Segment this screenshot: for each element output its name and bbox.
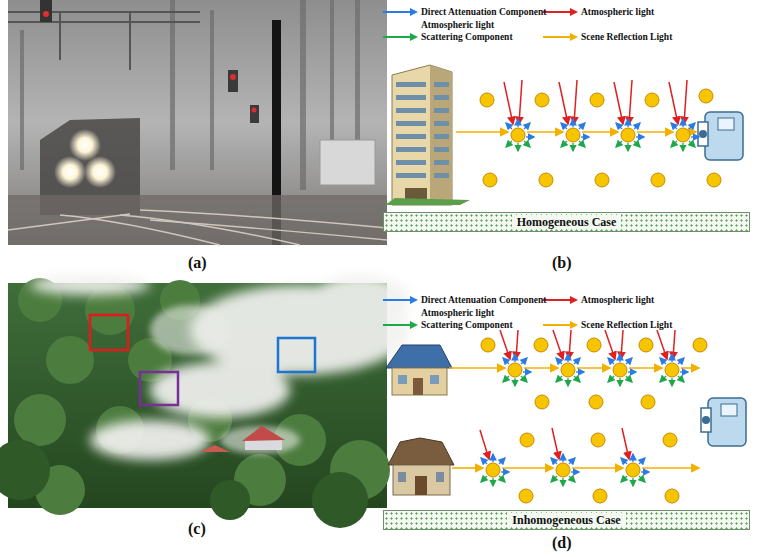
building-icon (385, 65, 470, 205)
house-icons (386, 345, 454, 495)
legend-text: Direct Attenuation Component (421, 294, 546, 306)
photo-forest (0, 275, 410, 528)
legend-arrow (382, 320, 418, 330)
photo-train (8, 0, 387, 245)
case-band: Inhomogeneous Case (383, 510, 750, 530)
legend-arrow (382, 7, 418, 17)
legend-arrow (382, 32, 418, 42)
legend-text: Scene Reflection Light (581, 31, 672, 43)
legend-text: Atmospheric light (581, 294, 654, 306)
legend-arrow (542, 320, 578, 330)
legend-text: Atmospheric light (581, 6, 654, 18)
panel-label: (a) (188, 254, 207, 272)
legend-arrow (542, 295, 578, 305)
legend-text: Atmospheric light Scattering Component (421, 19, 537, 43)
camera-icon (698, 112, 743, 160)
case-band: Homogeneous Case (383, 212, 750, 232)
panel-label: (b) (552, 254, 572, 272)
camera-icon (701, 398, 746, 446)
legend-arrow (382, 295, 418, 305)
light-rays (449, 330, 707, 503)
panel-label: (c) (188, 520, 206, 538)
band-label: Inhomogeneous Case (507, 513, 625, 527)
band-label: Homogeneous Case (512, 215, 622, 229)
panel-label: (d) (552, 534, 572, 552)
legend-text: Scene Reflection Light (581, 319, 672, 331)
legend-arrow (542, 7, 578, 17)
light-rays (456, 80, 721, 187)
legend-text: Atmospheric light Scattering Component (421, 307, 537, 331)
legend-arrow (542, 32, 578, 42)
legend-text: Direct Attenuation Component (421, 6, 546, 18)
